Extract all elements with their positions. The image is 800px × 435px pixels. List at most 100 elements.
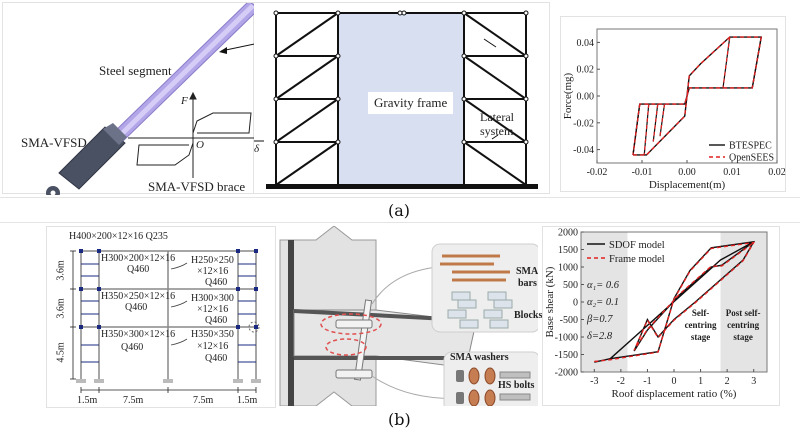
x-tick-label: -2: [617, 376, 625, 387]
flag-hysteresis-sketch: [128, 91, 255, 178]
column-3-label: H350×350: [191, 329, 234, 340]
y-tick-label: 500: [563, 280, 578, 291]
shaded-region-1: [720, 232, 767, 372]
cycle-line-dashed: [751, 36, 762, 89]
post-self-centring-label: Post self-: [726, 308, 761, 318]
x-tick-label: 0.01: [723, 167, 741, 178]
cycle-line-dashed: [632, 103, 641, 156]
param-label: δ=2.8: [587, 331, 613, 342]
force-axis-label: F: [181, 95, 188, 107]
sma-washers-label: SMA washers: [450, 352, 509, 363]
cycle-line: [652, 103, 659, 142]
legend-label-frame: Frame model: [609, 254, 665, 265]
frame-elevation-panel: H400×200×12×16 Q235 H300×200×12×16 Q460 …: [46, 226, 276, 408]
lateral-system-label-1: Lateral: [480, 110, 514, 124]
connection-detail-marker: [248, 321, 260, 333]
brace-panel: Steel segment SMA-VFSD SMA-VFSD brace F …: [2, 2, 255, 195]
story-height-1: 4.5m: [55, 342, 67, 363]
series-line-btespec: [632, 36, 763, 156]
cycle-line-dashed: [643, 103, 650, 156]
y-tick-label: -2000: [555, 368, 578, 379]
y-tick-label: -500: [560, 315, 578, 326]
bay-width-1: 1.5m: [77, 395, 98, 406]
story-height-3: 3.6m: [55, 260, 67, 281]
beam-1-label: H300×200×12×16: [101, 253, 176, 264]
y-tick-label: 0.02: [577, 65, 595, 76]
story-height-2: 3.6m: [55, 298, 67, 319]
self-centring-label: centring: [685, 320, 717, 330]
x-axis-label: Roof displacement ratio (%): [612, 388, 737, 400]
column-flange: [288, 240, 294, 406]
lateral-system-label-2: system: [480, 124, 514, 138]
bay-width-2: 7.5m: [123, 395, 144, 406]
self-centring-label: Self-: [692, 308, 710, 318]
y-tick-label: 0.04: [577, 38, 595, 49]
x-axis-label: Displacement(m): [649, 179, 726, 191]
x-tick-label: -1: [643, 376, 651, 387]
beam-1-grade: Q460: [127, 264, 150, 275]
steel-segment-label: Steel segment: [99, 63, 172, 78]
gravity-frame-label: Gravity frame: [368, 92, 454, 114]
y-tick-label: -1000: [555, 333, 578, 344]
column-1-size: ×12×16: [197, 266, 229, 277]
column-2-grade: Q460: [205, 315, 228, 326]
param-label: α₂= 0.1: [587, 297, 619, 308]
caption-a: (a): [388, 201, 411, 220]
y-tick-label: 2000: [558, 228, 578, 239]
x-tick-label: 3: [751, 376, 756, 387]
top-beam-label: H400×200×12×16 Q235: [69, 231, 168, 242]
param-label: α₁= 0.6: [587, 280, 620, 291]
divider-bottom-a: [0, 222, 800, 223]
series-line-opensees: [632, 36, 763, 156]
blocks-label: Blocks: [514, 310, 543, 321]
sma-bars-label-2: bars: [518, 278, 537, 289]
y-tick-label: -0.02: [573, 118, 594, 129]
sma-vfsd-damper: [46, 123, 127, 195]
cycle-line-dashed: [722, 36, 731, 89]
column-3-grade: Q460: [205, 353, 228, 364]
hs-bolts-label: HS bolts: [498, 380, 535, 391]
legend-label-sdof: SDOF model: [609, 240, 665, 251]
frame-elevation-drawing: [70, 249, 261, 393]
bay-width-3: 7.5m: [193, 395, 214, 406]
post-self-centring-label: stage: [733, 332, 753, 342]
shaded-region-0: [581, 232, 628, 372]
y-tick-label: 1000: [558, 263, 578, 274]
cycle-line-dashed: [652, 103, 659, 142]
y-tick-label: 1500: [558, 245, 578, 256]
column-3-size: ×12×16: [197, 341, 229, 352]
brace-illustration: [46, 3, 255, 195]
x-tick-label: -0.01: [632, 167, 653, 178]
caption-b: (b): [388, 410, 411, 429]
column-1-label: H250×250: [191, 255, 234, 266]
connection-detail-panel: SMA bars Blocks SMA washers HS bolts: [276, 226, 542, 406]
post-self-centring-label: centring: [727, 320, 759, 330]
column-2-label: H300×300: [191, 293, 234, 304]
x-tick-label: 0.02: [768, 167, 786, 178]
base-shear-chart: 2000150010005000-500-1000-1500-2000-3-2-…: [544, 228, 768, 400]
y-tick-label: 0.00: [577, 92, 595, 103]
frame-panel: Gravity frame Lateral system δ: [254, 2, 550, 194]
bay-width-4: 1.5m: [237, 395, 258, 406]
sma-vfsd-brace-caption: SMA-VFSD brace: [148, 179, 246, 194]
x-tick-label: 1: [698, 376, 703, 387]
origin-label: O: [196, 139, 204, 151]
series-line-frame-model: [594, 241, 756, 363]
ground-line: [266, 184, 538, 189]
y-tick-label: 0: [573, 298, 578, 309]
beam-2-label: H350×250×12×16: [101, 291, 176, 302]
series-line-sdof-model: [594, 240, 756, 363]
x-tick-label: -0.02: [587, 167, 608, 178]
divider-top-a: [0, 197, 800, 198]
sma-washers-box: [443, 351, 538, 406]
column-2-size: ×12×16: [197, 304, 229, 315]
sma-bars-box: [431, 243, 538, 333]
x-tick-label: 2: [725, 376, 730, 387]
sma-bars-label-1: SMA: [516, 266, 539, 277]
self-centring-label: stage: [691, 332, 711, 342]
param-label: β=0.7: [586, 314, 613, 325]
x-tick-label: 0.00: [678, 167, 696, 178]
